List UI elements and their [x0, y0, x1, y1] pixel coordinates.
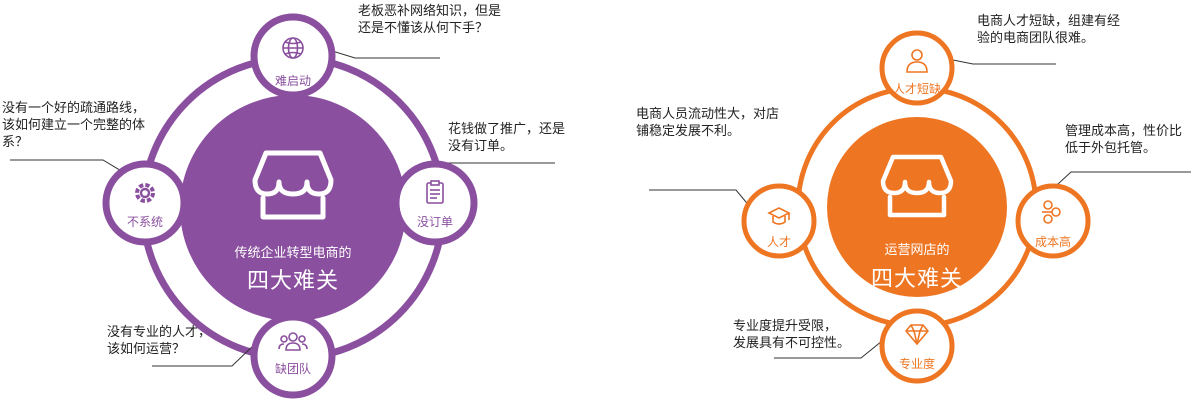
gear-icon — [135, 183, 155, 203]
center-disc — [180, 95, 406, 321]
store-icon — [880, 154, 954, 218]
node-top-label: 难启动 — [274, 74, 311, 88]
team-icon — [278, 332, 308, 351]
center-disc — [827, 117, 1007, 297]
leader-bottom — [152, 342, 257, 367]
annotation-top: 老板恶补网络知识，但是 还是不懂该从何下手？ — [358, 4, 502, 36]
node-right — [392, 160, 478, 246]
node-bottom-label: 缺团队 — [274, 362, 311, 376]
node-bottom-label: 专业度 — [898, 357, 935, 371]
clipboard-icon — [426, 180, 444, 204]
right-diagram-graphics — [649, 30, 1191, 384]
leader-top — [942, 57, 1056, 65]
left-diagram-graphics — [10, 13, 555, 399]
globe-icon — [282, 37, 304, 59]
annotation-top: 电商人才短缺，组建有经 验的电商团队很难。 — [977, 14, 1121, 46]
node-top-label: 人才短缺 — [892, 82, 941, 96]
leader-left — [649, 189, 752, 209]
annotation-right: 花钱做了推广，还是 没有订单。 — [448, 122, 566, 154]
node-left — [741, 183, 817, 259]
right-diagram: 运营网店的 四大难关 人才短缺 人才 成本高 专业度 电商人才短缺，组建有经 验… — [601, 0, 1201, 401]
left-diagram: 传统企业转型电商的 四大难关 难启动 不系统 没订单 缺团队 老板恶补网络知识，… — [0, 0, 600, 401]
annotation-left: 没有一个好的疏通路线， 该如何建立一个完整的体 系？ — [2, 101, 146, 150]
node-bottom — [879, 308, 955, 384]
center-title: 四大难关 — [246, 269, 339, 294]
node-right-label: 没订单 — [416, 215, 453, 229]
node-right-label: 成本高 — [1034, 235, 1071, 249]
center-subtitle: 运营网店的 — [884, 243, 950, 258]
center-title: 四大难关 — [870, 267, 963, 292]
annotation-bottom: 专业度提升受限， 发展具有不可控性。 — [733, 319, 851, 351]
coins-icon — [1042, 200, 1061, 224]
node-left-label: 人才 — [766, 235, 791, 249]
node-bottom — [250, 313, 336, 399]
annotation-bottom: 没有专业的人才， 该如何运营？ — [107, 325, 212, 357]
diamond-icon — [905, 324, 929, 345]
node-left — [102, 160, 188, 246]
node-top — [250, 13, 336, 99]
annotation-left: 电商人员流动性大，对店 铺稳定发展不利。 — [636, 107, 780, 139]
store-icon — [252, 150, 334, 220]
node-right — [1015, 183, 1091, 259]
person-icon — [906, 49, 928, 73]
graduation-cap-icon — [767, 207, 791, 225]
node-top — [879, 30, 955, 106]
leader-bottom — [774, 340, 883, 359]
node-left-label: 不系统 — [126, 215, 163, 229]
annotation-right: 管理成本高，性价比 低于外包托管。 — [1065, 124, 1183, 156]
center-subtitle: 传统企业转型电商的 — [234, 246, 352, 261]
